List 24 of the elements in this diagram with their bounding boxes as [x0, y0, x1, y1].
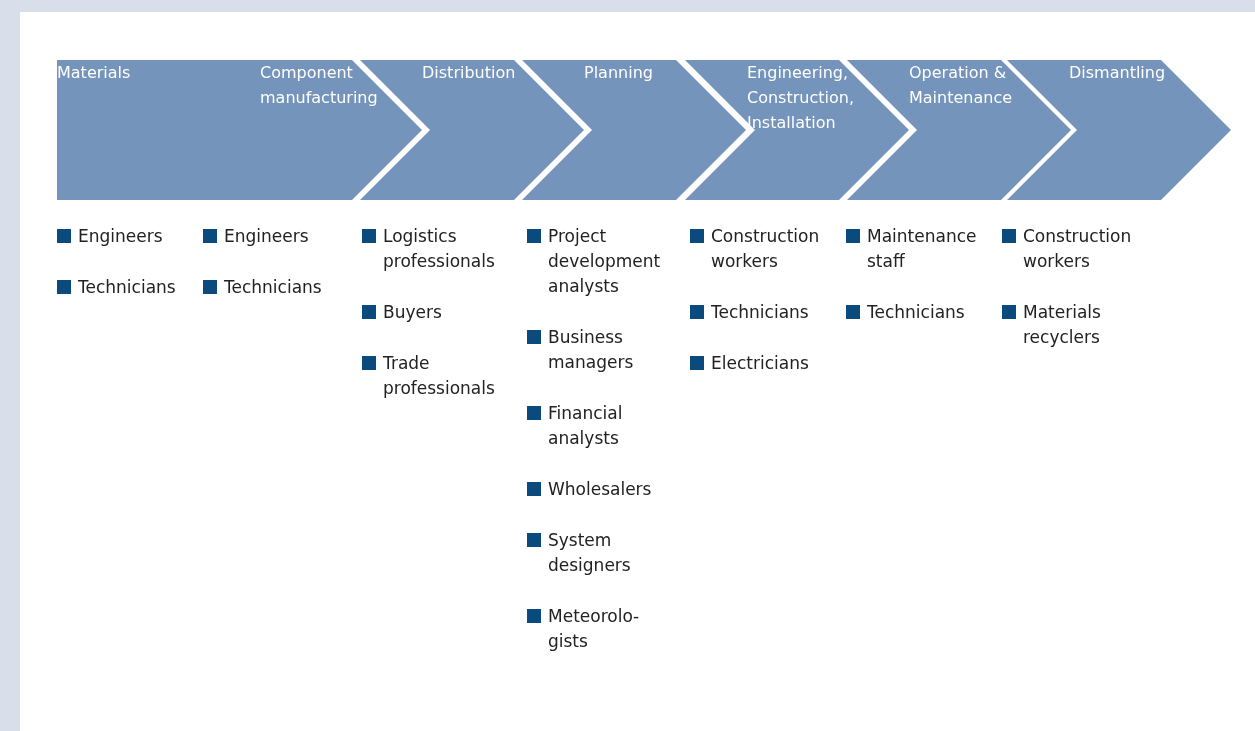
stage-label: Materials — [57, 60, 257, 85]
role-list-item: Maintenance staff — [867, 225, 978, 273]
role-list-item: Materials recyclers — [1023, 301, 1102, 349]
role-list-item: Technicians — [867, 301, 966, 324]
role-list-item: Technicians — [78, 276, 177, 299]
role-list-item: Engineers — [224, 225, 310, 248]
role-list-item: System designers — [548, 529, 632, 577]
role-list-item: Electricians — [711, 352, 810, 375]
role-list-item: Business managers — [548, 326, 635, 374]
role-list-item: Construction workers — [711, 225, 821, 273]
role-list-item: Trade professionals — [383, 352, 496, 400]
stage-label: Distribution — [422, 60, 582, 85]
role-list-item: Construction workers — [1023, 225, 1133, 273]
role-list-item: Buyers — [383, 301, 443, 324]
role-list-item: Logistics professionals — [383, 225, 496, 273]
role-list-item: Financial analysts — [548, 402, 624, 450]
stage-label: Dismantling — [1069, 60, 1229, 85]
stage-label: Planning — [584, 60, 744, 85]
role-list-item: Project development analysts — [548, 225, 662, 298]
role-list-item: Meteorolo-gists — [548, 605, 641, 653]
role-list-item: Technicians — [711, 301, 810, 324]
role-list-item: Wholesalers — [548, 478, 653, 501]
role-list-item: Technicians — [224, 276, 323, 299]
role-list-item: Engineers — [78, 225, 164, 248]
